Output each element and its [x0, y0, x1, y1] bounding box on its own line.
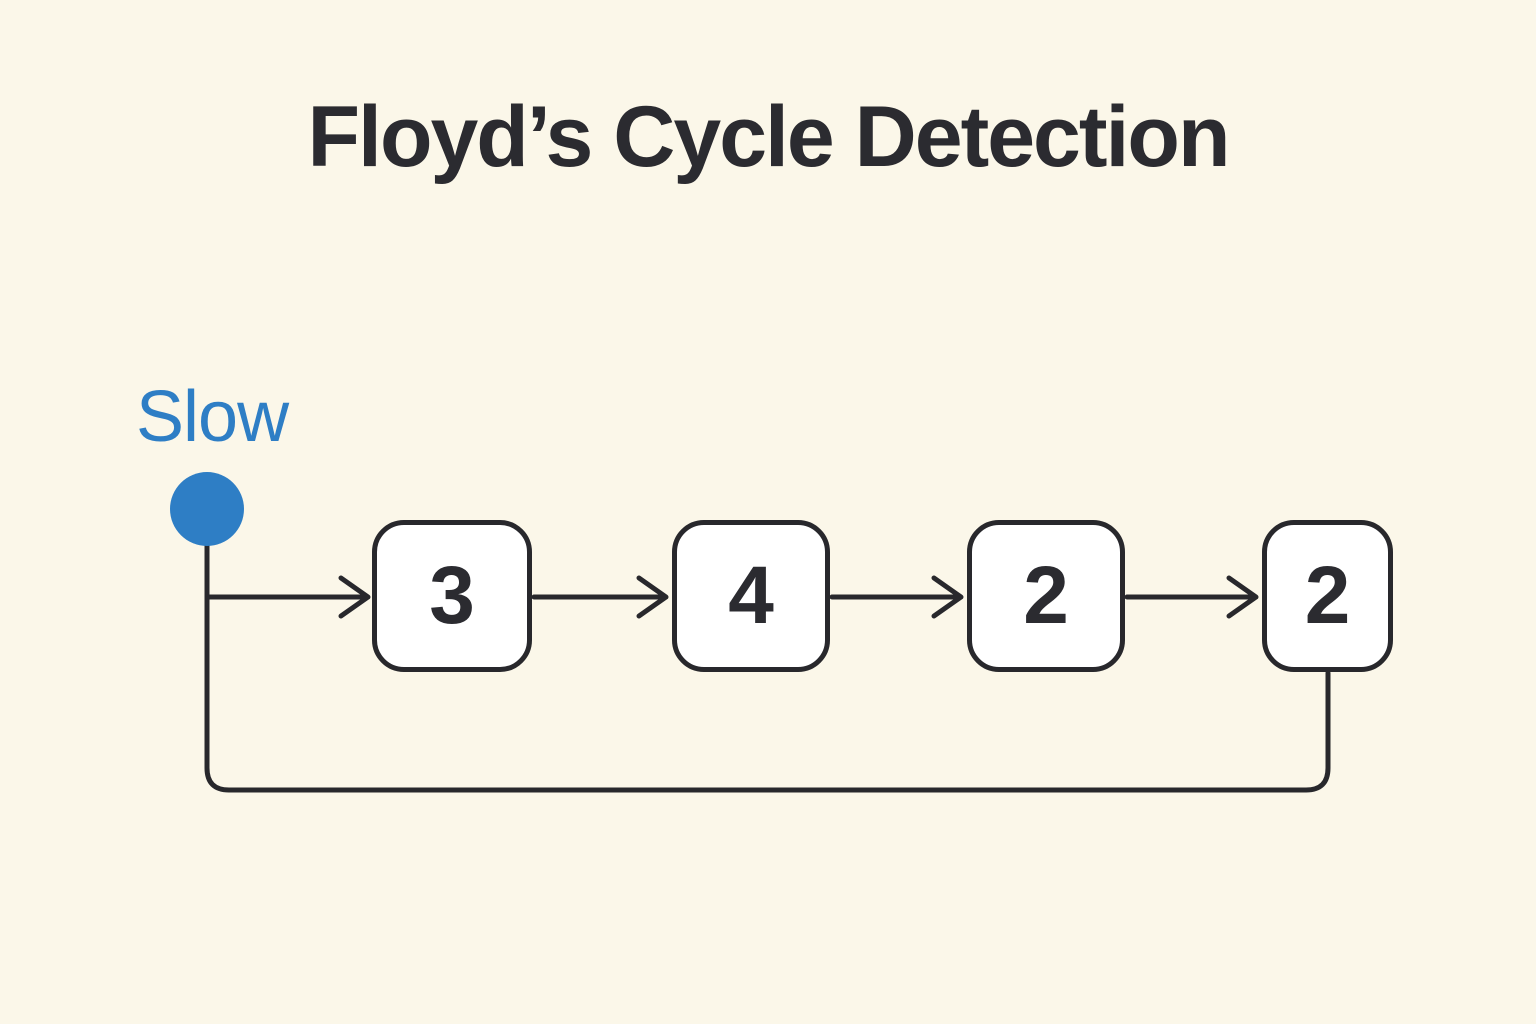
linked-list-node-4: 2 — [1262, 520, 1393, 672]
arrow-head-to-node-1 — [204, 575, 371, 619]
node-value: 2 — [1304, 550, 1351, 641]
cycle-loop-edge — [204, 507, 1331, 793]
slow-pointer-label: Slow — [136, 377, 289, 457]
page-title: Floyd’s Cycle Detection — [307, 89, 1231, 185]
node-value: 2 — [1023, 550, 1069, 641]
linked-list-node-3: 2 — [967, 520, 1125, 672]
arrow-node-1-to-node-2 — [531, 575, 669, 619]
linked-list-node-1: 3 — [372, 520, 532, 672]
linked-list-node-2: 4 — [672, 520, 830, 672]
arrow-node-2-to-node-3 — [829, 575, 964, 619]
node-value: 4 — [728, 550, 774, 641]
slow-pointer-dot — [170, 472, 244, 546]
node-value: 3 — [429, 550, 475, 641]
arrow-node-3-to-node-4 — [1124, 575, 1259, 619]
